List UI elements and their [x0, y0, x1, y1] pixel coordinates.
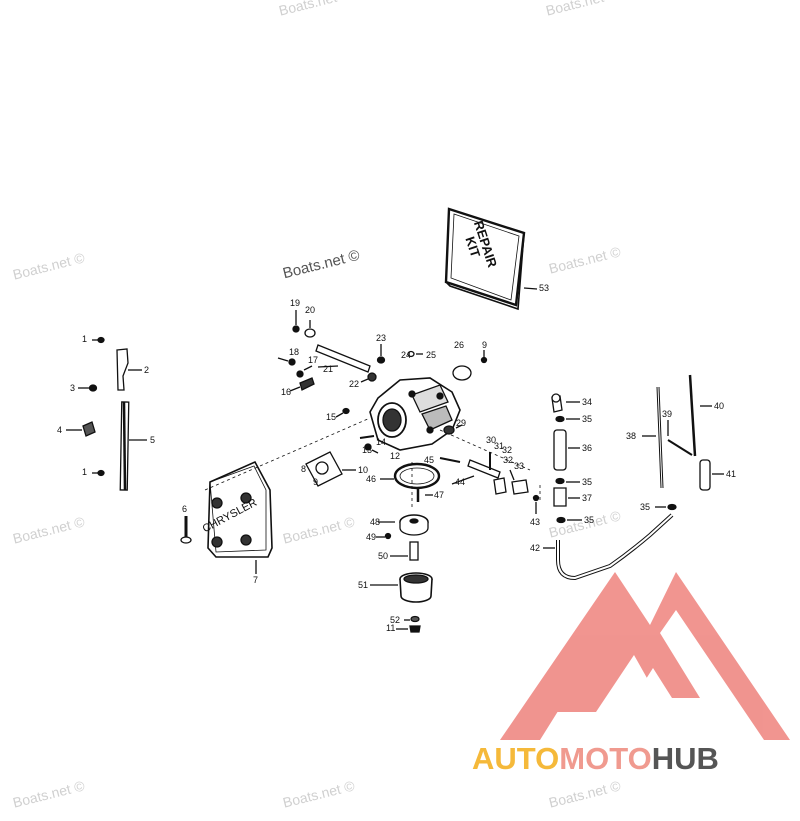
- callout-label: 2: [144, 365, 150, 375]
- callout-label: 4: [57, 425, 63, 435]
- callout-label: 41: [726, 469, 737, 479]
- linkage-parts: [66, 336, 147, 491]
- callout-label: 31: [494, 441, 505, 451]
- callout-label: 17: [308, 355, 319, 365]
- fuel-line: [543, 503, 677, 581]
- callout-label: 1: [82, 467, 88, 477]
- callout-label: 46: [366, 474, 377, 484]
- brand-logo-icon: [500, 572, 790, 740]
- callout-label: 20: [305, 305, 316, 315]
- gasket: [305, 451, 356, 487]
- callout-label: 44: [455, 477, 466, 487]
- brand-wordmark: AUTOMOTOHUB: [472, 741, 719, 777]
- callout-label: 26: [454, 340, 465, 350]
- silencer-cover: [207, 460, 273, 574]
- callout-label: 9: [482, 340, 488, 350]
- callout-label: 5: [150, 435, 156, 445]
- idle-screws: [277, 357, 315, 392]
- callout-label: 23: [376, 333, 387, 343]
- carburetor-body: [369, 377, 461, 451]
- repair-kit-box: [444, 207, 526, 311]
- brand-part-hub: HUB: [651, 741, 719, 776]
- callout-label: 1: [82, 334, 88, 344]
- callout-label: 49: [366, 532, 377, 542]
- callout-label: 32: [503, 455, 514, 465]
- callout-label: 51: [358, 580, 369, 590]
- callout-label: 47: [434, 490, 445, 500]
- callout-label: 7: [253, 575, 259, 585]
- callout-label: 29: [456, 418, 467, 428]
- brand-part-moto: MOTO: [559, 741, 652, 776]
- callout-label: 22: [349, 379, 360, 389]
- float-needle: [467, 452, 529, 495]
- callout-label: 11: [386, 623, 396, 633]
- callout-label: 8: [301, 464, 307, 474]
- throttle-lever: [292, 310, 386, 383]
- callout-label: 33: [514, 461, 525, 471]
- brand-part-auto: AUTO: [472, 741, 560, 776]
- callout-label: 45: [424, 455, 435, 465]
- callout-label: 21: [323, 364, 334, 374]
- callout-label: 42: [530, 543, 541, 553]
- callout-label: 30: [486, 435, 497, 445]
- callout-label: 3: [70, 383, 76, 393]
- callout-label: 35: [582, 414, 593, 424]
- callout-label: 34: [582, 397, 593, 407]
- float: [376, 514, 429, 540]
- callout-label: 43: [530, 517, 541, 527]
- choke-rods: [642, 374, 724, 491]
- callout-label: 39: [662, 409, 673, 419]
- callout-label: 36: [582, 443, 593, 453]
- callout-label: 10: [358, 465, 369, 475]
- callout-label: 13: [362, 445, 373, 455]
- callout-label: 9: [313, 477, 319, 487]
- callout-label: 12: [390, 451, 401, 461]
- callout-label: 14: [376, 437, 387, 447]
- callout-label: 15: [326, 412, 337, 422]
- screw: [180, 516, 192, 544]
- callout-label: 53: [539, 283, 550, 293]
- callout-label: 16: [281, 387, 292, 397]
- fuel-pump-parts: [551, 393, 582, 524]
- callout-label: 35: [584, 515, 595, 525]
- callout-label: 40: [714, 401, 725, 411]
- callout-label: 19: [290, 298, 301, 308]
- callout-label: 38: [626, 431, 637, 441]
- callout-label: 50: [378, 551, 389, 561]
- callout-label: 24: [401, 350, 412, 360]
- callout-label: 37: [582, 493, 593, 503]
- callout-label: 35: [582, 477, 593, 487]
- callout-label: 48: [370, 517, 381, 527]
- callout-label: 52: [390, 615, 401, 625]
- callout-label: 18: [289, 347, 300, 357]
- callout-label: 25: [426, 350, 437, 360]
- callout-label: 6: [182, 504, 188, 514]
- callout-label: 35: [640, 502, 651, 512]
- callout-label: 32: [502, 445, 513, 455]
- float-bowl: [370, 572, 433, 603]
